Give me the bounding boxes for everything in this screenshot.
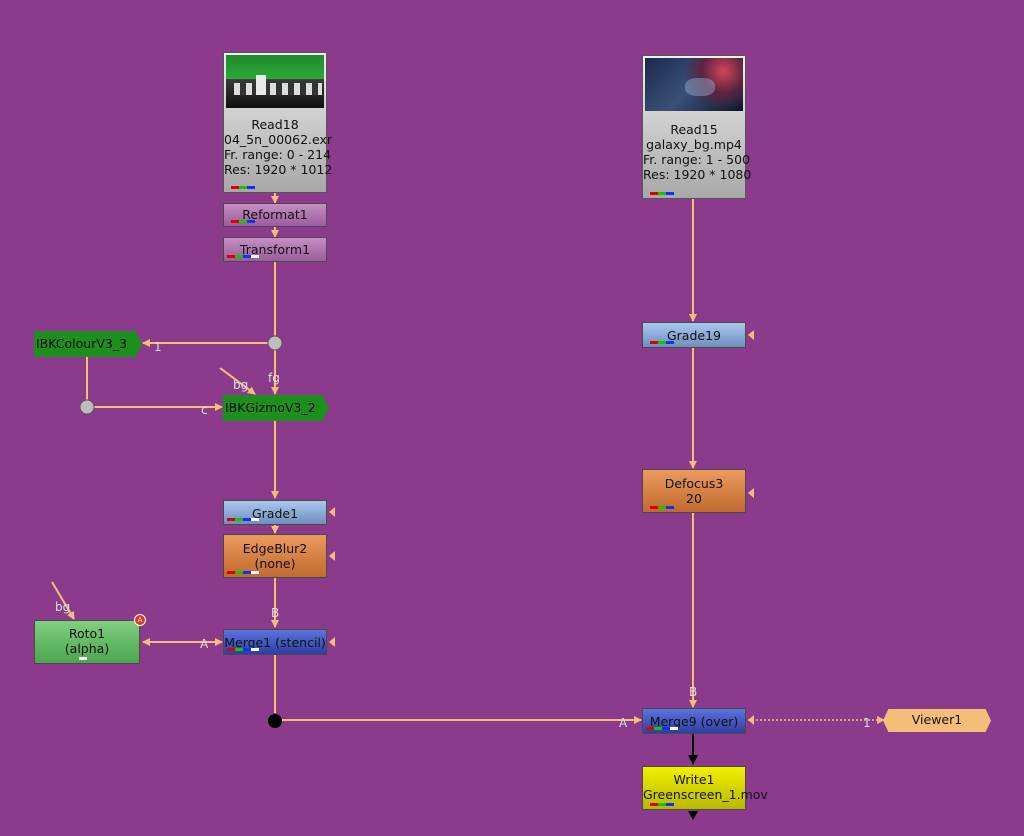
read18-file: 04_5n_00062.exr [224,132,333,147]
read18-thumbnail [226,55,324,108]
merge9-label: Merge9 (over) [649,714,739,729]
pipe-label-roto-bg: bg [55,600,71,614]
dot-node-3 [268,714,282,728]
read18-name: Read18 [251,117,299,132]
ibkcolour-label: IBKColourV3_3 [36,336,128,351]
read15-thumbnail [645,58,743,111]
ibkcolour-node[interactable]: IBKColourV3_3 [34,331,142,357]
grade1-label: Grade1 [251,506,299,521]
write1-node[interactable]: Write1 Greenscreen_1.mov [642,766,768,810]
channel-indicator [227,518,259,521]
channel-indicator [646,727,678,730]
ibkgizmo-label: IBKGizmoV3_2 [225,400,316,415]
read15-node[interactable]: Read15 galaxy_bg.mp4 Fr. range: 1 - 500 … [642,55,752,199]
defocus3-label: Defocus3 [664,476,724,491]
pipe-label-merge1-a: A [200,637,209,651]
read18-range: Fr. range: 0 - 214 [224,147,332,162]
channel-indicator [67,657,99,660]
viewer1-node[interactable]: Viewer1 [883,709,991,732]
read15-range: Fr. range: 1 - 500 [643,152,751,167]
edgeblur2-label: EdgeBlur2 [242,541,308,556]
channel-indicator [227,571,259,574]
pipe-label-merge9-a: A [619,716,628,730]
channel-indicator [646,341,678,344]
write1-sub: Greenscreen_1.mov [643,787,768,802]
mask-input-arrow[interactable] [329,551,335,561]
ibkgizmo-node[interactable]: IBKGizmoV3_2 [223,395,329,421]
edgeblur2-node[interactable]: EdgeBlur2 (none) [223,534,327,578]
pipe-label-fg: fg [268,371,280,385]
pipe-label-merge1-b: B [271,606,280,620]
roto-indicator-icon: A [134,614,146,626]
roto1-label: Roto1 [68,626,106,641]
mask-input-arrow[interactable] [329,637,335,647]
dot-node-2 [79,399,95,415]
pipe-label-merge9-b: B [689,685,698,699]
read15-res: Res: 1920 * 1080 [643,167,752,182]
pipe-label-ibk-input: 1 [154,340,162,354]
mask-input-arrow[interactable] [748,330,754,340]
roto1-sub: (alpha) [64,641,110,656]
channel-indicator [227,186,259,189]
grade19-node[interactable]: Grade19 [642,322,746,348]
read18-node[interactable]: Read18 04_5n_00062.exr Fr. range: 0 - 21… [223,52,333,193]
pipe-label-bg: bg [233,378,249,392]
defocus3-node[interactable]: Defocus3 20 [642,469,746,513]
merge9-node[interactable]: Merge9 (over) [642,708,746,734]
pipe-label-viewer-input: 1 [863,716,871,730]
merge1-node[interactable]: Merge1 (stencil) [223,629,327,655]
transform1-node[interactable]: Transform1 [223,237,327,262]
edgeblur2-sub: (none) [254,556,296,571]
reformat1-label: Reformat1 [242,207,308,222]
transform1-label: Transform1 [239,242,311,257]
roto1-node[interactable]: Roto1 (alpha) [34,620,140,664]
dot-node-1 [267,335,283,351]
viewer1-label: Viewer1 [911,712,963,727]
channel-indicator [646,803,678,806]
mask-input-arrow[interactable] [329,507,335,517]
defocus3-sub: 20 [686,491,702,506]
write1-label: Write1 [673,772,715,787]
grade1-node[interactable]: Grade1 [223,500,327,525]
channel-indicator [227,220,259,223]
pipe-label-c: c [201,403,208,417]
mask-input-arrow[interactable] [748,488,754,498]
read15-file: galaxy_bg.mp4 [646,137,742,152]
mask-input-arrow[interactable] [748,715,754,725]
channel-indicator [646,192,678,195]
grade19-label: Grade19 [666,328,722,343]
channel-indicator [227,648,259,651]
reformat1-node[interactable]: Reformat1 [223,203,327,227]
read18-res: Res: 1920 * 1012 [224,162,333,177]
channel-indicator [227,255,259,258]
read15-name: Read15 [670,122,718,137]
merge1-label: Merge1 (stencil) [224,635,326,650]
channel-indicator [646,506,678,509]
